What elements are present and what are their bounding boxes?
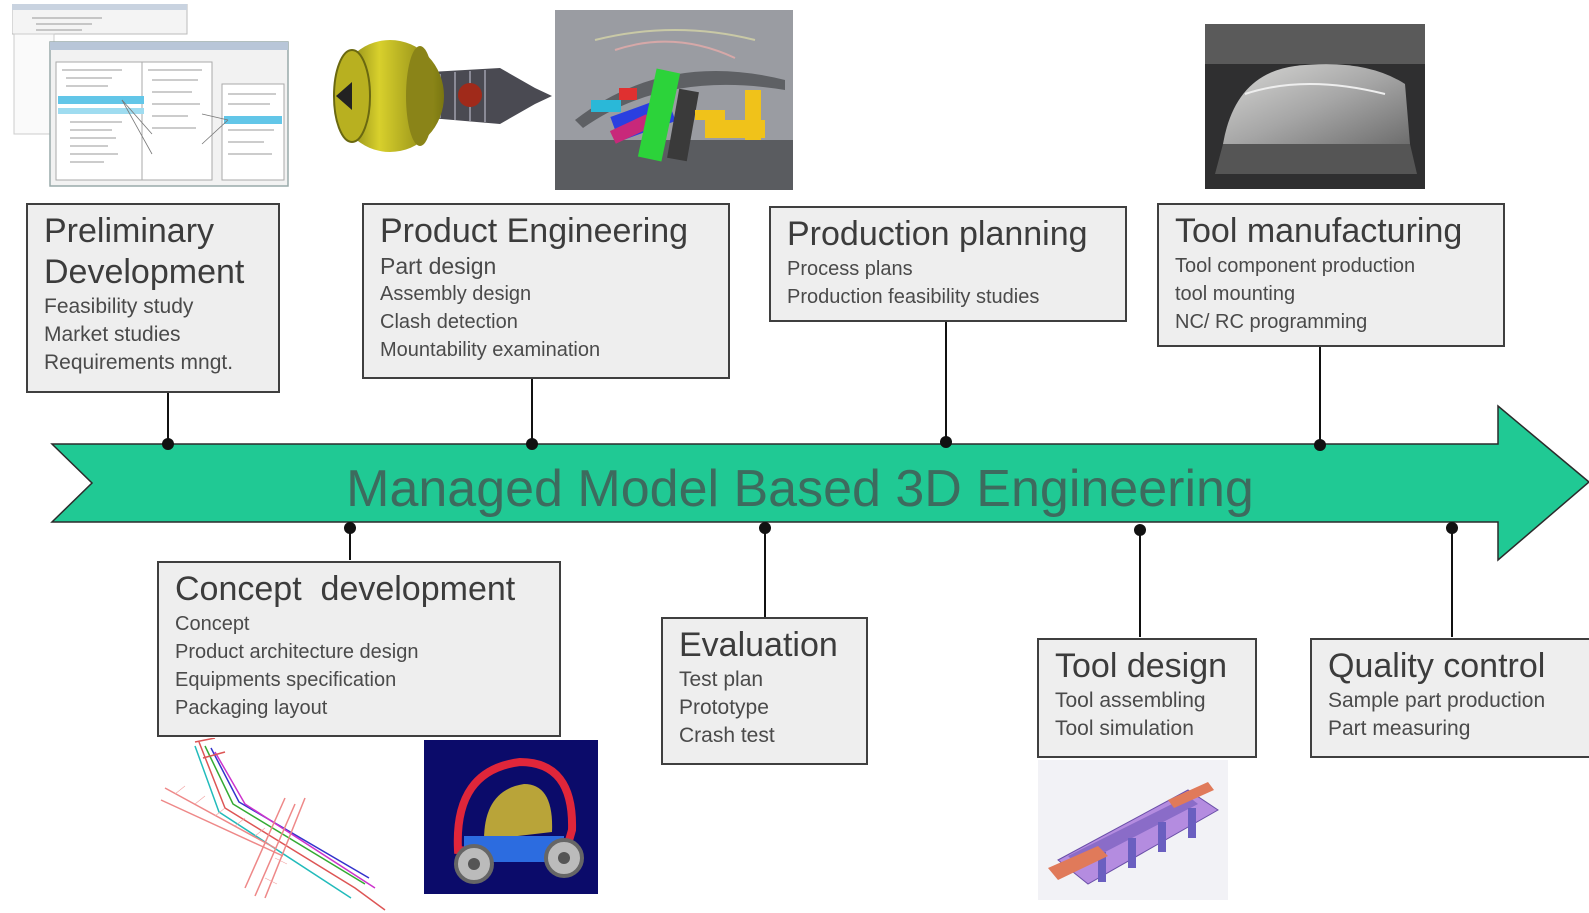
stage-item: Prototype bbox=[679, 696, 769, 719]
connector-dot bbox=[1446, 522, 1458, 534]
stage-evaluation: Evaluation Test plan Prototype Crash tes… bbox=[661, 617, 868, 765]
stage-product-engineering: Product Engineering Part design Assembly… bbox=[362, 203, 730, 379]
aircraft-wireframe-image bbox=[155, 738, 395, 913]
stage-item: Equipments specification bbox=[175, 669, 397, 691]
stage-title: Development bbox=[44, 253, 245, 291]
stage-quality-control: Quality control Sample part production P… bbox=[1310, 638, 1589, 758]
stage-title: Tool design bbox=[1055, 647, 1228, 685]
stage-item: Packaging layout bbox=[175, 697, 328, 719]
stage-title: Production planning bbox=[787, 215, 1088, 253]
stage-item: Concept bbox=[175, 613, 250, 635]
connector-dot bbox=[162, 438, 174, 450]
stage-item: Test plan bbox=[679, 668, 764, 691]
stage-item: Production feasibility studies bbox=[787, 286, 1040, 308]
connector-dot bbox=[940, 436, 952, 448]
stage-item: Part design bbox=[380, 253, 497, 279]
tool-fixture-cad-image bbox=[1038, 760, 1228, 900]
stage-title: Concept development bbox=[175, 570, 516, 608]
stage-item: Mountability examination bbox=[380, 339, 601, 361]
stage-tool-design: Tool design Tool assembling Tool simulat… bbox=[1037, 638, 1257, 758]
connector-dot bbox=[759, 522, 771, 534]
stage-item: Tool simulation bbox=[1055, 717, 1194, 740]
vehicle-packaging-cad-image bbox=[555, 10, 793, 190]
city-car-cad-image bbox=[424, 740, 598, 894]
stage-concept-development: Concept development Concept Product arch… bbox=[157, 561, 561, 737]
stage-title: Product Engineering bbox=[380, 212, 689, 250]
stage-production-planning: Production planning Process plans Produc… bbox=[769, 206, 1127, 322]
stage-item: Clash detection bbox=[380, 311, 518, 333]
sheet-metal-part-photo bbox=[1205, 24, 1425, 189]
connector-dot bbox=[1314, 439, 1326, 451]
top-connectors bbox=[167, 322, 1321, 445]
stage-item: NC/ RC programming bbox=[1175, 311, 1368, 333]
connector-dot bbox=[526, 438, 538, 450]
banner-text: Managed Model Based 3D Engineering bbox=[346, 460, 1254, 518]
stage-item: Process plans bbox=[787, 258, 913, 280]
stage-item: Requirements mngt. bbox=[44, 351, 234, 374]
connector-dot bbox=[1134, 524, 1146, 536]
connector-dot bbox=[344, 522, 356, 534]
stage-item: Part measuring bbox=[1328, 717, 1471, 740]
stage-title: Evaluation bbox=[679, 626, 838, 664]
stage-item: Sample part production bbox=[1328, 689, 1546, 712]
stage-title: Quality control bbox=[1328, 647, 1546, 685]
stage-item: tool mounting bbox=[1175, 283, 1296, 305]
stage-preliminary-development: Preliminary Development Feasibility stud… bbox=[26, 203, 280, 393]
stage-item: Tool assembling bbox=[1055, 689, 1206, 712]
stage-title: Preliminary bbox=[44, 212, 215, 250]
stage-item: Tool component production bbox=[1175, 255, 1416, 277]
stage-item: Market studies bbox=[44, 323, 181, 346]
stage-tool-manufacturing: Tool manufacturing Tool component produc… bbox=[1157, 203, 1505, 347]
requirements-software-image bbox=[12, 4, 290, 188]
stage-item: Crash test bbox=[679, 724, 775, 747]
stage-item: Feasibility study bbox=[44, 295, 194, 318]
stage-item: Assembly design bbox=[380, 283, 532, 305]
stage-title: Tool manufacturing bbox=[1175, 212, 1463, 250]
timeline-arrow bbox=[50, 404, 1589, 562]
stage-item: Product architecture design bbox=[175, 641, 419, 663]
jet-engine-image bbox=[330, 38, 555, 158]
